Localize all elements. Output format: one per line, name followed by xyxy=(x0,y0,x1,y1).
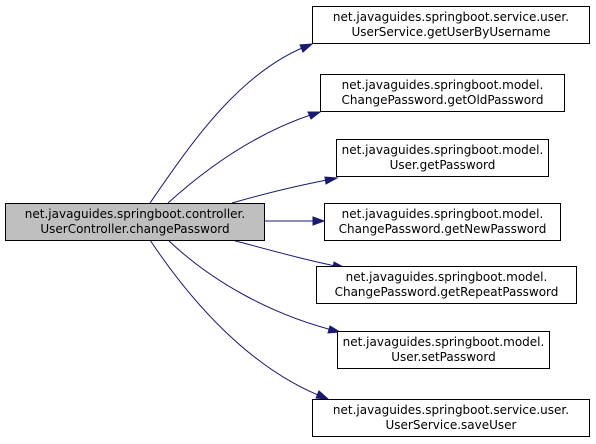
callee-node-box xyxy=(320,74,565,112)
callee-node-label-line2: UserService.getUserByUsername xyxy=(351,25,550,39)
callee-node-label-line2: ChangePassword.getRepeatPassword xyxy=(335,285,559,299)
edge-to-callee-6 xyxy=(149,239,329,400)
callee-node-box xyxy=(312,6,590,44)
root-node-box xyxy=(5,203,265,241)
arrowhead-callee-6 xyxy=(315,390,330,400)
root-node-label-line1: net.javaguides.springboot.controller. xyxy=(25,207,245,221)
callee-node-label-line1: net.javaguides.springboot.service.user. xyxy=(333,403,569,417)
arrowhead-callee-0 xyxy=(299,43,314,53)
callee-node-box xyxy=(316,266,577,304)
callee-node-0[interactable]: net.javaguides.springboot.service.user. … xyxy=(312,6,590,44)
callee-node-box xyxy=(312,399,590,437)
callee-node-6[interactable]: net.javaguides.springboot.service.user. … xyxy=(312,399,590,437)
callee-node-4[interactable]: net.javaguides.springboot.model. ChangeP… xyxy=(316,266,577,304)
edge-to-callee-0 xyxy=(149,43,313,204)
callee-node-label-line1: net.javaguides.springboot.model. xyxy=(343,335,545,349)
callee-node-label-line2: ChangePassword.getNewPassword xyxy=(339,222,547,236)
edge-to-callee-1 xyxy=(167,111,321,204)
edge-to-callee-5 xyxy=(167,239,341,333)
root-node[interactable]: net.javaguides.springboot.controller. Us… xyxy=(5,203,265,241)
callee-node-label-line2: UserService.saveUser xyxy=(386,418,517,432)
callee-node-5[interactable]: net.javaguides.springboot.model. User.se… xyxy=(337,331,550,369)
callee-node-label-line2: ChangePassword.getOldPassword xyxy=(342,93,544,107)
callee-node-label-line1: net.javaguides.springboot.model. xyxy=(342,207,544,221)
callee-node-box xyxy=(337,331,550,369)
arrowhead-callee-2 xyxy=(324,176,339,185)
callee-node-box xyxy=(336,139,549,177)
callee-node-label-line1: net.javaguides.springboot.model. xyxy=(342,143,544,157)
arrowhead-callee-3 xyxy=(312,216,326,226)
callee-node-3[interactable]: net.javaguides.springboot.model. ChangeP… xyxy=(324,203,561,241)
root-node-label-line2: UserController.changePassword xyxy=(40,222,229,236)
edges xyxy=(149,43,347,400)
callee-node-label-line2: User.setPassword xyxy=(391,350,495,364)
arrowhead-callee-1 xyxy=(307,111,322,120)
callee-node-1[interactable]: net.javaguides.springboot.model. ChangeP… xyxy=(320,74,565,112)
callee-node-label-line1: net.javaguides.springboot.model. xyxy=(346,270,548,284)
callee-node-label-line1: net.javaguides.springboot.model. xyxy=(342,78,544,92)
callee-node-label-line2: User.getPassword xyxy=(390,158,496,172)
edge-to-callee-4 xyxy=(231,239,346,269)
callee-node-box xyxy=(324,203,561,241)
edge-to-callee-2 xyxy=(231,177,338,204)
callee-node-2[interactable]: net.javaguides.springboot.model. User.ge… xyxy=(336,139,549,177)
callee-node-label-line1: net.javaguides.springboot.service.user. xyxy=(333,10,569,24)
